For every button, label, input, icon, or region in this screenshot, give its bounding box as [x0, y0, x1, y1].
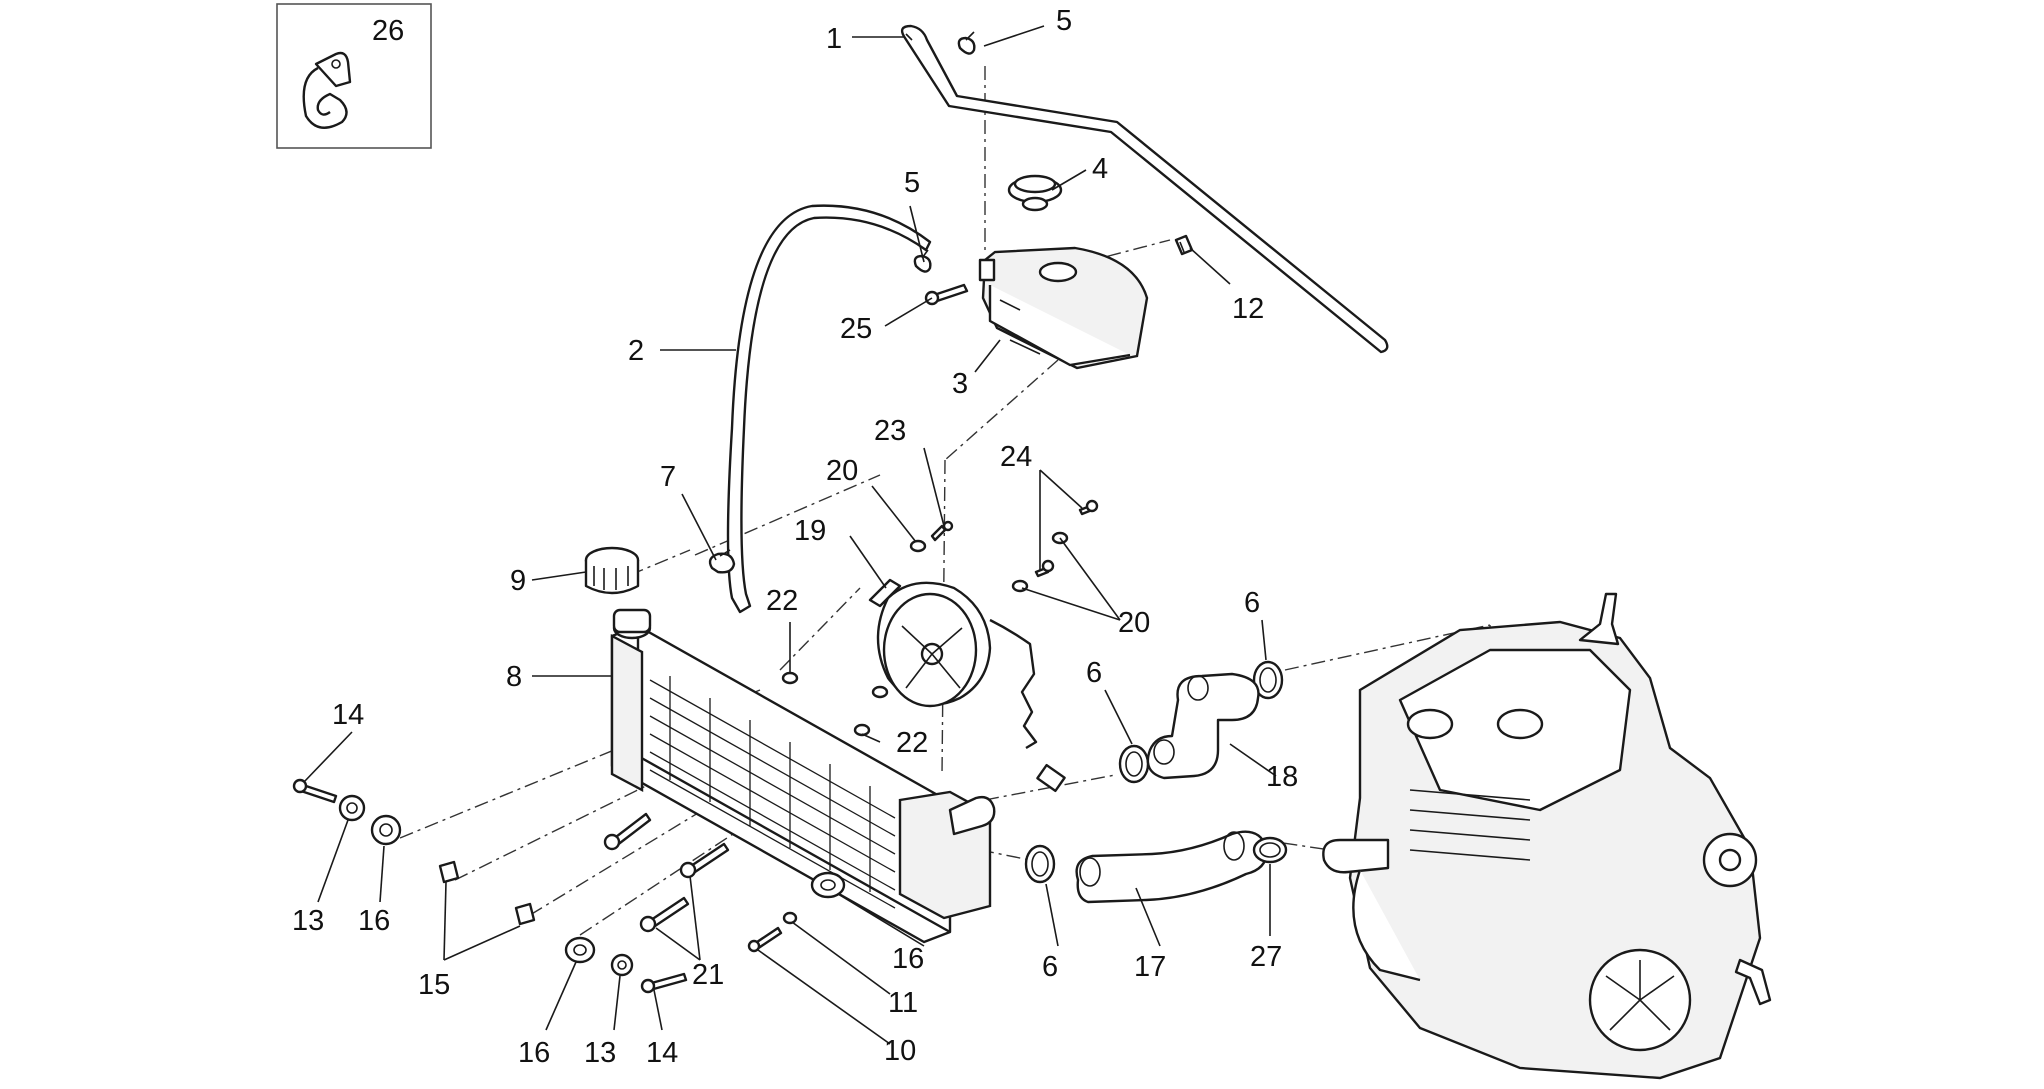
- bolt-center: [603, 812, 652, 851]
- radiator-8: [610, 608, 996, 944]
- grommet-16-lower: [564, 936, 596, 964]
- callout-4: 4: [1092, 153, 1108, 185]
- hose-clamp-5-mid: [913, 249, 932, 273]
- inset-clamp-26: 26: [276, 3, 432, 149]
- screw-25: [924, 283, 969, 306]
- callout-3: 3: [952, 368, 968, 400]
- callout-6: 6: [1244, 587, 1260, 619]
- callout-21: 21: [692, 959, 724, 991]
- callout-19: 19: [794, 515, 826, 547]
- screw-10: [747, 926, 783, 953]
- radiator-cap-4: [1007, 174, 1063, 212]
- cooling-fan-19: [868, 578, 1066, 793]
- hose-1: [900, 24, 1389, 354]
- callout-20: 20: [1118, 607, 1150, 639]
- callout-16: 16: [358, 905, 390, 937]
- hose-clamp-5-top: [957, 31, 976, 55]
- callout-23: 23: [874, 415, 906, 447]
- callout-26: 26: [372, 15, 404, 47]
- callout-8: 8: [506, 661, 522, 693]
- callout-13: 13: [292, 905, 324, 937]
- spacers-22: [781, 671, 889, 737]
- callout-5: 5: [904, 167, 920, 199]
- callout-18: 18: [1266, 761, 1298, 793]
- callout-labels: 1 5 5 4 12 2 25 3 23 24 20 7 19 9 22 20 …: [292, 5, 1298, 1069]
- bolt-14-lower: [640, 972, 688, 994]
- clip-12: [1174, 234, 1194, 256]
- washer-11: [782, 911, 798, 925]
- washer-20-left: [909, 539, 927, 553]
- hose-clamp-27: [1252, 836, 1288, 864]
- callout-22: 22: [766, 585, 798, 617]
- callout-14: 14: [646, 1037, 678, 1069]
- hose-clamp-6-lower: [1024, 844, 1056, 884]
- clip-15-lower: [514, 902, 536, 926]
- callout-14: 14: [332, 699, 364, 731]
- engine-block: [1322, 592, 1772, 1080]
- bushing-13-upper: [338, 794, 366, 822]
- callout-27: 27: [1250, 941, 1282, 973]
- callout-11: 11: [888, 987, 918, 1019]
- callout-5: 5: [1056, 5, 1072, 37]
- callout-16: 16: [892, 943, 924, 975]
- callout-20: 20: [826, 455, 858, 487]
- clip-15-upper: [438, 860, 460, 884]
- callout-22: 22: [896, 727, 928, 759]
- callout-15: 15: [418, 969, 450, 1001]
- grommet-16-center: [810, 871, 846, 899]
- expansion-tank-3: [978, 246, 1149, 370]
- screw-23: [930, 520, 954, 542]
- callout-17: 17: [1134, 951, 1166, 983]
- callout-13: 13: [584, 1037, 616, 1069]
- callout-7: 7: [660, 461, 676, 493]
- hose-2: [726, 204, 932, 614]
- grommet-16-upper: [370, 814, 402, 846]
- callout-16: 16: [518, 1037, 550, 1069]
- callout-9: 9: [510, 565, 526, 597]
- callout-2: 2: [628, 335, 644, 367]
- screw-24-upper: [1078, 499, 1099, 516]
- callout-10: 10: [884, 1035, 916, 1067]
- radiator-fins: [649, 676, 896, 909]
- bushing-13-lower: [610, 953, 634, 977]
- hose-clamp-6-right: [1252, 660, 1284, 700]
- callout-24: 24: [1000, 441, 1032, 473]
- callout-12: 12: [1232, 293, 1264, 325]
- callout-1: 1: [826, 23, 842, 55]
- elbow-hose-18: [1146, 672, 1260, 780]
- callout-6: 6: [1042, 951, 1058, 983]
- lower-hose-17: [1075, 830, 1268, 904]
- filler-cap-9: [584, 546, 640, 595]
- screw-24-lower: [1034, 559, 1055, 578]
- bolt-14-upper: [292, 778, 338, 804]
- hose-clamp-6-left: [1118, 744, 1150, 784]
- callout-25: 25: [840, 313, 872, 345]
- leader-lines: [303, 25, 1277, 1045]
- bolt-21-upper: [679, 842, 730, 879]
- callout-6: 6: [1086, 657, 1102, 689]
- bolt-21-lower: [639, 896, 690, 933]
